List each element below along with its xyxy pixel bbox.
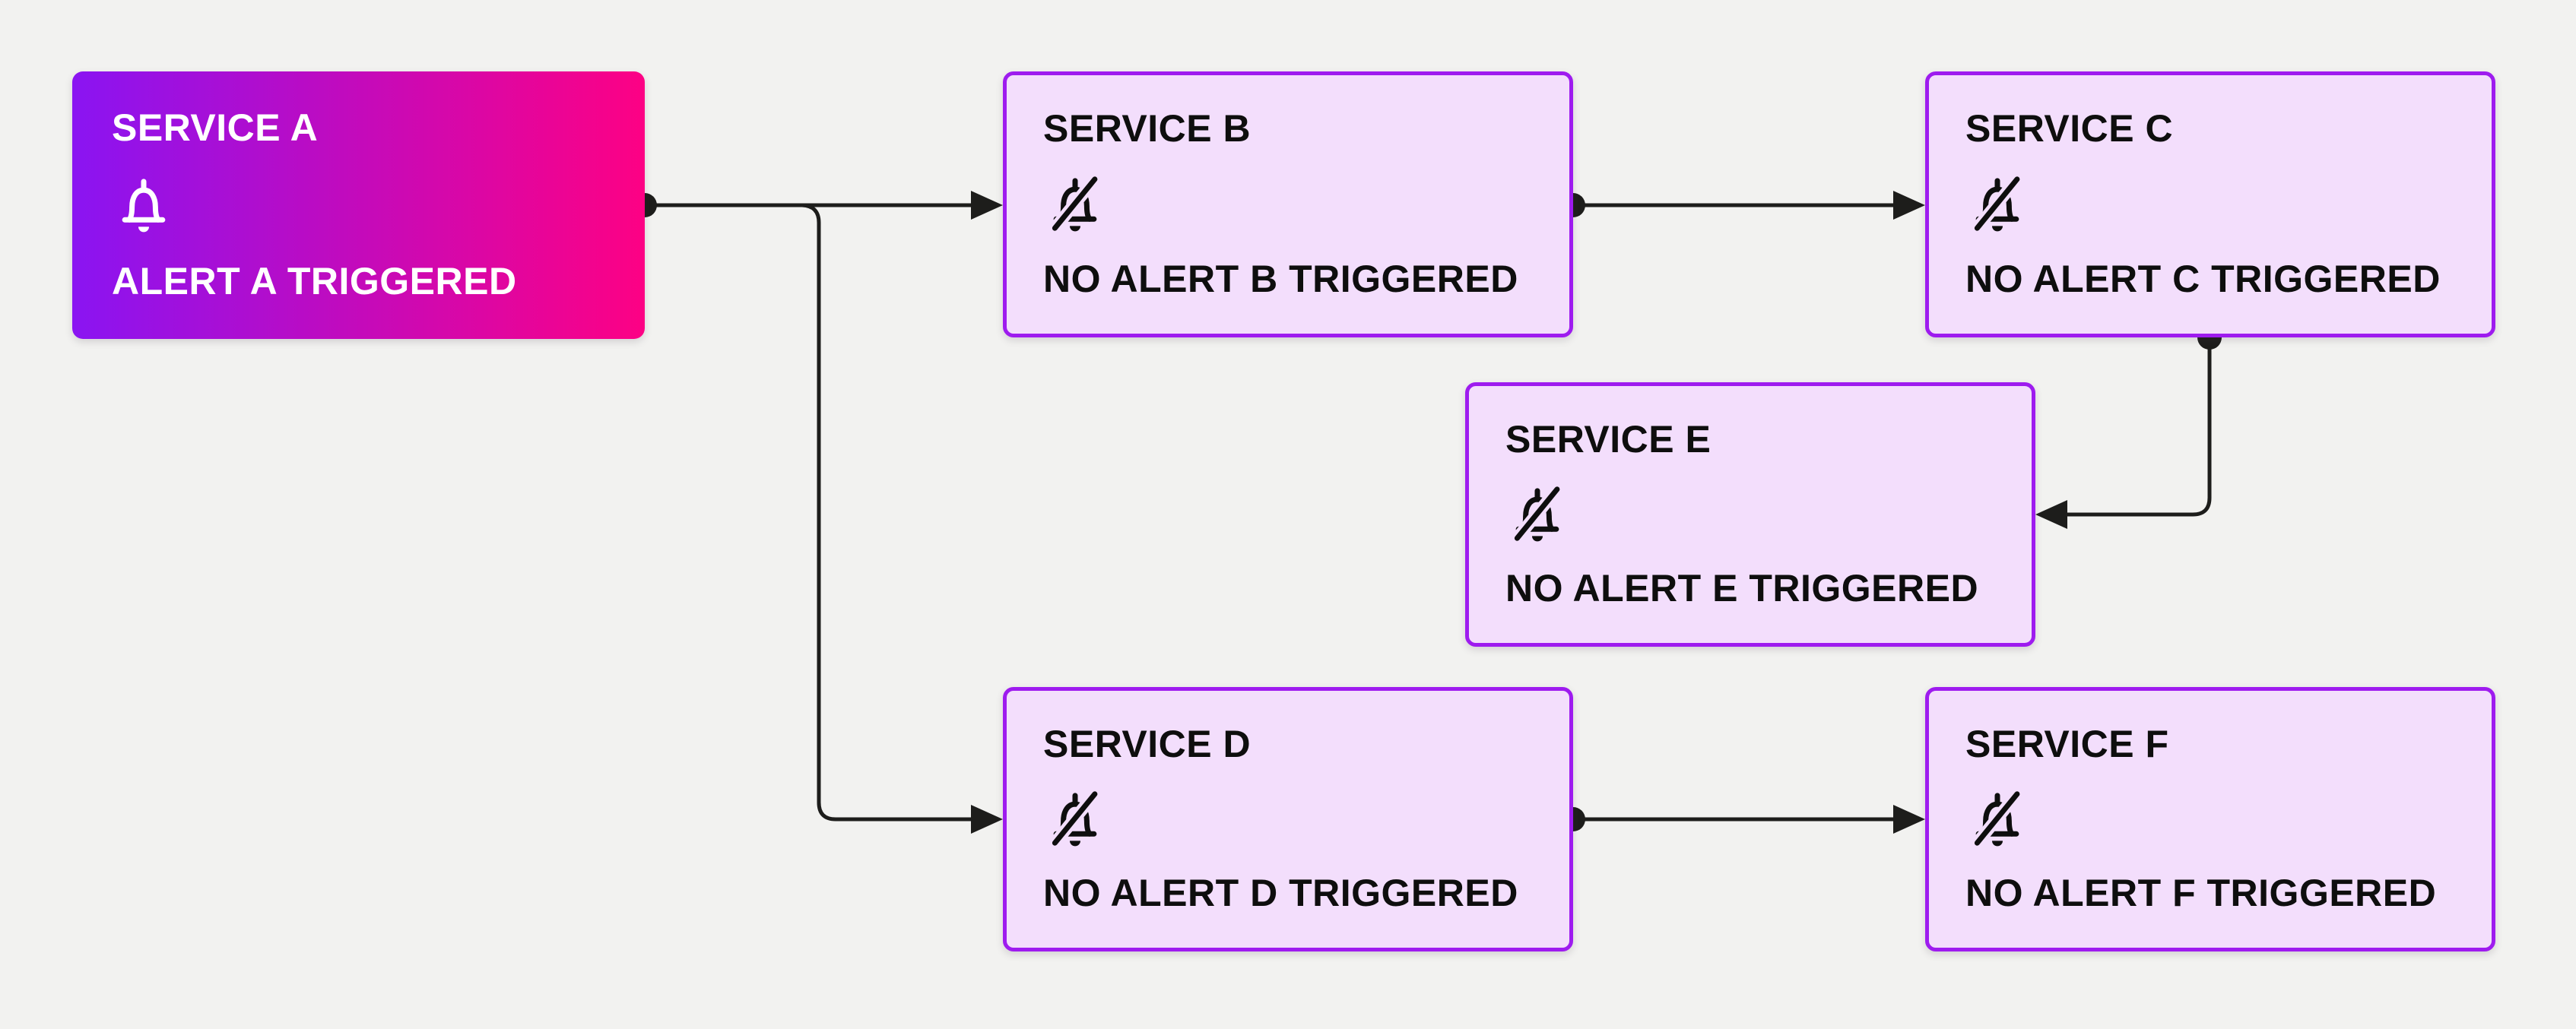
arrowhead-into-e <box>2035 500 2067 529</box>
node-title: SERVICE D <box>1043 723 1252 765</box>
bell-off-icon <box>1965 787 2029 850</box>
node-status: ALERT A TRIGGERED <box>112 259 517 302</box>
edge-a-d <box>800 203 975 822</box>
service-b-node[interactable]: SERVICE B NO ALERT B TRIGGERED <box>1003 71 1573 337</box>
node-title: SERVICE B <box>1043 107 1252 150</box>
arrowhead-into-d <box>971 805 1003 834</box>
service-e-node[interactable]: SERVICE E NO ALERT E TRIGGERED <box>1465 382 2035 647</box>
node-title: SERVICE E <box>1505 418 1712 461</box>
node-status: NO ALERT D TRIGGERED <box>1043 871 1518 914</box>
edge-c-e <box>2063 335 2212 517</box>
node-title: SERVICE C <box>1965 107 2174 150</box>
node-status: NO ALERT B TRIGGERED <box>1043 257 1518 300</box>
node-status: NO ALERT C TRIGGERED <box>1965 257 2441 300</box>
service-d-node[interactable]: SERVICE D NO ALERT D TRIGGERED <box>1003 687 1573 951</box>
node-title: SERVICE A <box>112 106 319 149</box>
bell-off-icon <box>1965 172 2029 236</box>
arrowhead-into-f <box>1893 805 1925 834</box>
bell-off-icon <box>1043 787 1107 850</box>
service-a-node[interactable]: SERVICE A ALERT A TRIGGERED <box>72 71 645 339</box>
bell-off-icon <box>1505 482 1569 546</box>
arrowhead-into-b <box>971 191 1003 220</box>
bell-icon <box>112 173 176 236</box>
service-c-node[interactable]: SERVICE C NO ALERT C TRIGGERED <box>1925 71 2495 337</box>
service-f-node[interactable]: SERVICE F NO ALERT F TRIGGERED <box>1925 687 2495 951</box>
node-status: NO ALERT F TRIGGERED <box>1965 871 2437 914</box>
node-title: SERVICE F <box>1965 723 2169 765</box>
bell-off-icon <box>1043 172 1107 236</box>
node-status: NO ALERT E TRIGGERED <box>1505 566 1979 609</box>
arrowhead-into-c <box>1893 191 1925 220</box>
